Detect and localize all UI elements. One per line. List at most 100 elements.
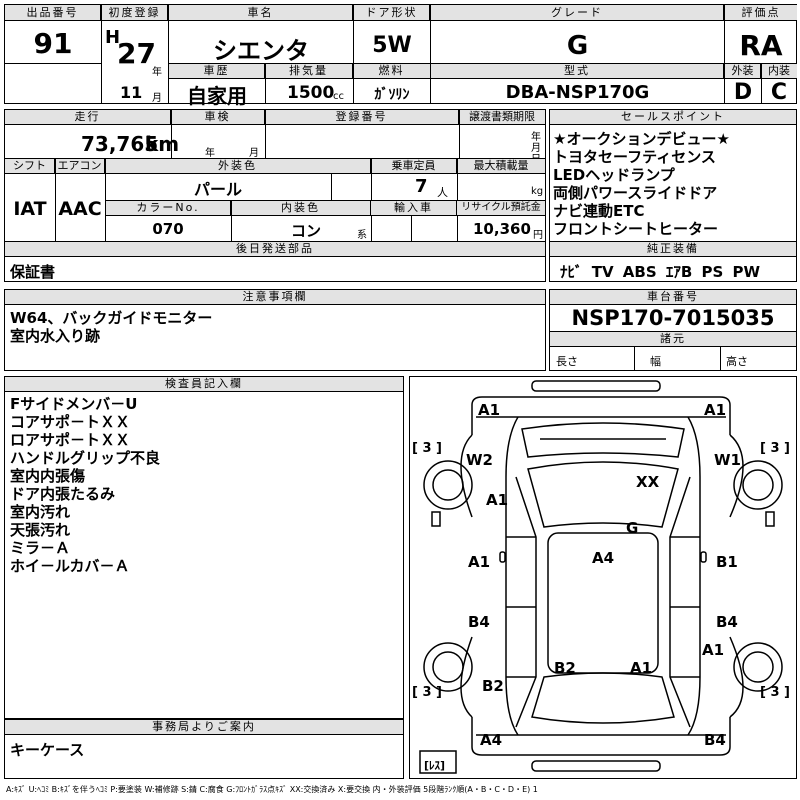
km-unit: km xyxy=(145,132,180,156)
caution-line: 室内水入り跡 xyxy=(10,327,101,345)
width-label: 幅 xyxy=(650,355,661,368)
color-value: パール xyxy=(193,180,242,199)
damage-mark: B1 xyxy=(716,553,738,571)
height-label: 高さ xyxy=(726,355,748,368)
inspector-block: 検査員記入欄 Fサイドメンバ－U コアサポ－トＸＸ ロアサポ－トＸＸ ハンドルグ… xyxy=(4,376,404,719)
shift-value: IAT xyxy=(13,198,47,220)
sales-item: トヨタセーフティセンス xyxy=(553,148,716,166)
transfer-label: 譲渡書類期限 xyxy=(459,110,545,125)
chassis-label: 車台番号 xyxy=(550,290,796,305)
fuel-value: ｶﾞｿﾘﾝ xyxy=(374,87,410,103)
ac-label: エアコン xyxy=(55,159,105,174)
reg-year: 27 xyxy=(117,37,156,70)
inspector-line: Fサイドメンバ－U xyxy=(10,395,138,413)
int-color-unit: 系 xyxy=(357,230,367,241)
mileage-value: 73,765 xyxy=(81,132,159,156)
import-label: 輸入車 xyxy=(371,201,457,216)
office-text: キーケース xyxy=(10,741,85,759)
parts-label: 後日発送部品 xyxy=(5,242,545,257)
sales-label: セールスポイント xyxy=(550,110,796,125)
tr-month-unit: 月 xyxy=(531,143,541,154)
damage-mark: A4 xyxy=(480,731,503,749)
tr-year-unit: 年 xyxy=(531,132,541,143)
grade-label: グレード xyxy=(431,5,724,21)
car-outline xyxy=(419,380,783,774)
score-value: RA xyxy=(739,29,783,62)
header-block: 出品番号 91 初度登録 H 27 年 11 月 車名 シエンタ ドア形状 5W… xyxy=(4,4,797,108)
inspector-line: ホイ－ルカバ－Ａ xyxy=(10,557,130,575)
capacity-label: 乗車定員 xyxy=(371,159,457,174)
ext-grade: D xyxy=(733,80,753,105)
inspector-line: コアサポ－トＸＸ xyxy=(10,413,131,431)
damage-mark: G xyxy=(626,519,639,537)
damage-mark: W1 xyxy=(714,451,741,469)
damage-mark: A1 xyxy=(468,553,491,571)
parts-box: 保証書 xyxy=(4,256,546,282)
model-name: シエンタ xyxy=(213,37,309,65)
damage-mark: B4 xyxy=(704,731,726,749)
era: H xyxy=(105,27,121,48)
ac-value: AAC xyxy=(58,198,102,220)
lot-number: 91 xyxy=(33,27,73,60)
inspector-line: 室内内張傷 xyxy=(10,467,86,485)
recycle-unit: 円 xyxy=(533,230,543,241)
sales-item: ナビ連動ETC xyxy=(553,202,645,220)
inspector-line: 天張汚れ xyxy=(10,521,71,539)
door-label: ドア形状 xyxy=(354,5,430,21)
capacity-unit: 人 xyxy=(437,186,448,199)
damage-mark: B4 xyxy=(468,613,490,631)
car-diagram: A1 A1 W2 W1 XX A1 G A1 A4 B1 B4 B4 A1 B2… xyxy=(409,376,797,779)
inspector-line: ロアサポ－トＸＸ xyxy=(10,431,131,449)
chassis-block: 車台番号 NSP170-7015035 諸元 長さ 幅 高さ xyxy=(549,289,797,371)
caution-block: 注意事項欄 W64、バックガイドモニター 室内水入り跡 xyxy=(4,289,546,371)
damage-mark: A1 xyxy=(704,401,727,419)
lot-label: 出品番号 xyxy=(5,5,101,21)
recycle-value: 10,360 xyxy=(473,220,531,238)
displacement-value: 1500 xyxy=(287,83,335,103)
capacity-value: 7 xyxy=(415,176,428,197)
fuel-label: 燃料 xyxy=(353,64,431,79)
inspector-line: ドア内張たるみ xyxy=(10,485,116,503)
load-label: 最大積載量 xyxy=(457,159,545,174)
damage-mark: A1 xyxy=(486,491,509,509)
caution-line: W64、バックガイドモニター xyxy=(10,309,213,327)
mileage-label: 走行 xyxy=(5,110,171,125)
year-unit: 年 xyxy=(152,67,162,78)
tire-mark: [ 3 ] xyxy=(760,685,790,700)
door-type: 5W xyxy=(372,33,412,58)
history-value: 自家用 xyxy=(187,84,247,108)
inspector-line: ハンドルグリップ不良 xyxy=(10,449,161,467)
int-color-label: 内装色 xyxy=(231,201,371,216)
equip-value: ﾅﾋﾞ TV ABS ｴｱB PS PW xyxy=(560,263,761,281)
score-label: 評価点 xyxy=(725,5,797,21)
chassis-number: NSP170-7015035 xyxy=(571,306,775,330)
reg-no-label: 登録番号 xyxy=(265,110,459,125)
damage-mark: A4 xyxy=(592,549,615,567)
tire-mark: [ 3 ] xyxy=(412,441,442,456)
damage-mark: A1 xyxy=(702,641,725,659)
parts-value: 保証書 xyxy=(10,263,56,281)
type-value: DBA-NSP170G xyxy=(505,82,650,103)
history-label: 車歴 xyxy=(169,64,265,79)
int-grade: C xyxy=(770,80,788,105)
tire-mark: [ 3 ] xyxy=(412,685,442,700)
equip-label: 純正装備 xyxy=(550,242,796,257)
ext-label: 外装 xyxy=(725,64,761,79)
sales-item: フロントシートヒーター xyxy=(553,220,719,238)
model-label: 車名 xyxy=(169,5,353,21)
color-no-label: カラーNo. xyxy=(106,201,231,216)
sales-item: 両側パワースライドドア xyxy=(553,184,718,202)
legend: A:ｷｽﾞ U:ﾍｺﾐ B:ｷｽﾞを伴うﾍｺﾐ P:要塗装 W:補修跡 S:錆 … xyxy=(6,785,538,794)
first-reg-label: 初度登録 xyxy=(102,5,168,21)
inspection-label: 車検 xyxy=(171,110,265,125)
month-unit: 月 xyxy=(152,93,162,104)
sales-item: ★オークションデビュー★ xyxy=(553,130,730,148)
damage-mark: A1 xyxy=(478,401,501,419)
sales-point-block: セールスポイント ★オークションデビュー★ トヨタセーフティセンス LEDヘッド… xyxy=(549,109,797,282)
tire-mark: [ 3 ] xyxy=(760,441,790,456)
inspector-line: ミラ－Ａ xyxy=(10,539,71,557)
inspector-label: 検査員記入欄 xyxy=(5,377,403,392)
ins-month-unit: 月 xyxy=(249,148,259,159)
int-color-value: コン xyxy=(291,222,322,240)
damage-mark: B2 xyxy=(482,677,504,695)
